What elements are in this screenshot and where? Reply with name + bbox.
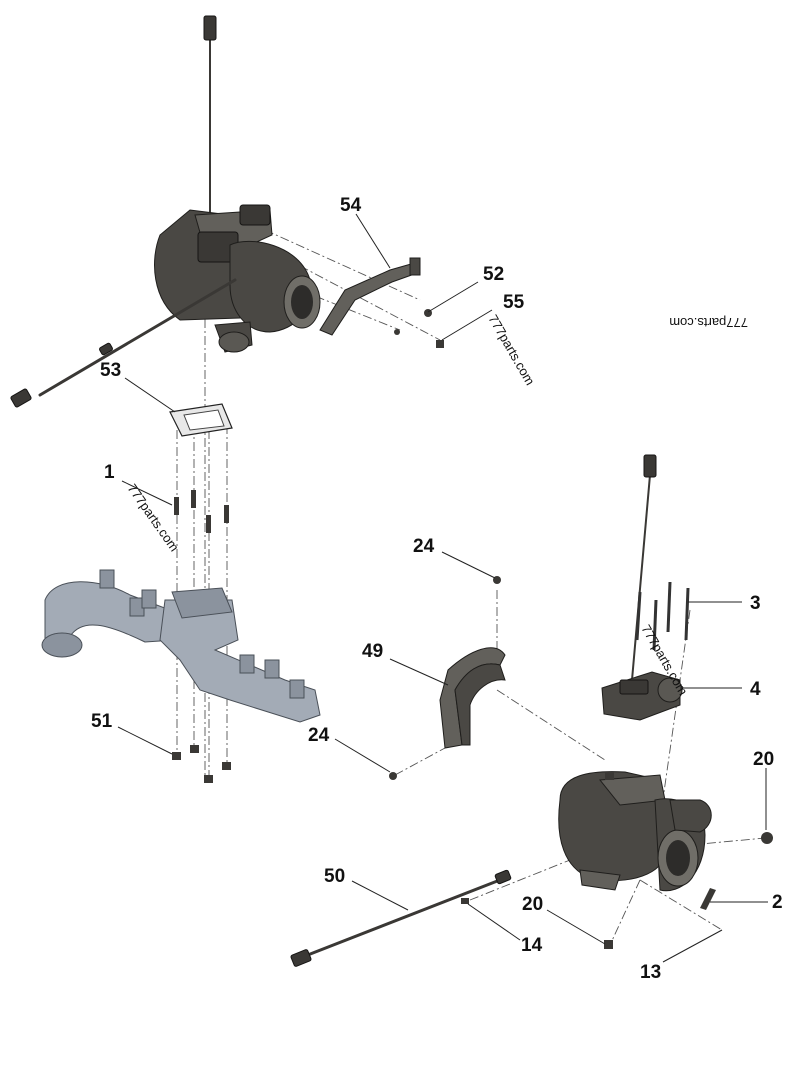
callout-24-bottom: 24 [308,725,330,746]
upper-sensor-harness [10,278,237,408]
nuts-51 [172,745,231,783]
fitting-14 [461,898,469,904]
callout-4: 4 [750,679,761,700]
studs-1 [174,490,229,533]
callout-numbers: 1 2 3 4 13 14 20 20 24 24 49 50 51 52 53… [91,195,783,983]
watermark-left: 777parts.com [125,481,182,554]
nut-20-lower [604,940,613,949]
leader-lines [117,213,768,963]
callout-3: 3 [750,593,761,614]
gasket-53 [169,403,233,437]
callout-20-lower: 20 [522,894,543,915]
callout-1: 1 [104,462,115,483]
upper-turbocharger [154,15,321,353]
bracket-54 [319,257,444,348]
pin-2 [700,888,716,910]
callout-2: 2 [772,892,783,913]
callout-51: 51 [91,711,113,732]
callout-55: 55 [503,292,525,313]
watermark-upper: 777parts.com [485,312,537,388]
lower-sensor-harness-50 [290,869,512,967]
callout-52: 52 [483,264,504,285]
callout-50: 50 [324,866,345,887]
callout-53: 53 [100,360,121,381]
callout-54: 54 [340,195,362,216]
callout-14: 14 [521,935,543,956]
watermark-right: 777parts.com [669,315,748,330]
callout-13: 13 [640,962,661,983]
nut-20-right [761,832,773,844]
callout-49: 49 [362,641,383,662]
exhaust-manifold [41,569,321,723]
callout-24-top: 24 [413,536,435,557]
bolt-24-bottom [389,772,397,780]
callout-20-right: 20 [753,749,774,770]
actuator-4 [601,454,690,721]
lower-turbocharger [558,771,712,892]
heat-shield-49 [439,647,506,749]
